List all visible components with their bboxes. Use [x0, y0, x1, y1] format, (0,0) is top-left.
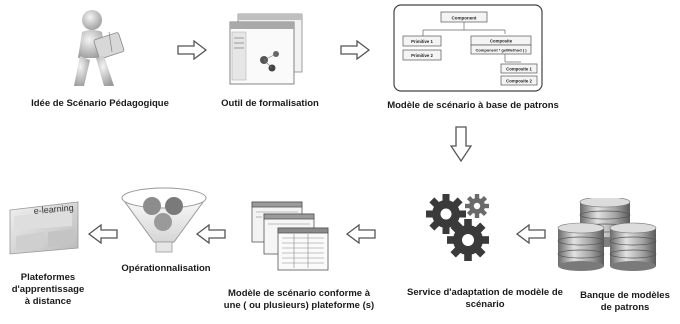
bank-label: Banque de modèles de patrons [573, 290, 677, 314]
platform-label: Plateformes d'apprentissage à distance [0, 272, 96, 308]
uml-class-diagram-icon: Component Primitive 1 Primitive 2 Compos… [393, 4, 543, 92]
conform-label-line2: une ( ou plusieurs) plateforme (s) [223, 300, 375, 311]
service-label: Service d'adaptation de modèle de scénar… [400, 287, 570, 311]
conform-label: Modèle de scénario conforme à une ( ou p… [214, 288, 384, 312]
arrow-left-icon [88, 224, 118, 244]
idea-label: Idée de Scénario Pédagogique [31, 98, 169, 109]
arrow-right-icon [177, 40, 207, 60]
arrow-left-icon [346, 224, 376, 244]
oper-label: Opérationnalisation [121, 263, 211, 274]
arrow-left-icon [196, 224, 226, 244]
bank-label-line1: Banque de modèles [580, 290, 670, 301]
database-stack-icon [557, 198, 657, 271]
elearning-screen-icon: e-learning [9, 201, 79, 255]
service-label-line1: Service d'adaptation de modèle de [407, 287, 563, 298]
service-label-line2: scénario [465, 299, 505, 310]
uml-composite: Composite [490, 39, 513, 44]
elearning-text: e-learning [33, 203, 74, 216]
uml-composite-2: Composite 2 [506, 79, 532, 84]
software-window-icon [229, 13, 303, 85]
funnel-icon [121, 187, 207, 253]
conform-label-line1: Modèle de scénario conforme à [227, 288, 370, 299]
bank-label-line2: de patrons [600, 302, 650, 313]
gears-icon [426, 194, 489, 261]
platform-label-line2: d'apprentissage [11, 284, 85, 295]
arrow-right-icon [340, 40, 370, 60]
uml-primitive-2: Primitive 2 [411, 53, 433, 58]
platform-label-line1: Plateformes [20, 272, 76, 283]
arrow-down-icon [450, 126, 472, 162]
person-reading-icon [74, 10, 125, 86]
stacked-documents-icon [251, 201, 329, 271]
arrow-left-icon [516, 224, 546, 244]
tool-label: Outil de formalisation [221, 98, 319, 109]
uml-component: Component [452, 16, 477, 21]
uml-composite-method: Component * getMethod ( ) [475, 48, 527, 53]
platform-label-line3: à distance [24, 296, 72, 307]
uml-composite-1: Composite 1 [506, 67, 532, 72]
uml-primitive-1: Primitive 1 [411, 39, 433, 44]
model-label: Modèle de scénario à base de patrons [387, 100, 559, 111]
